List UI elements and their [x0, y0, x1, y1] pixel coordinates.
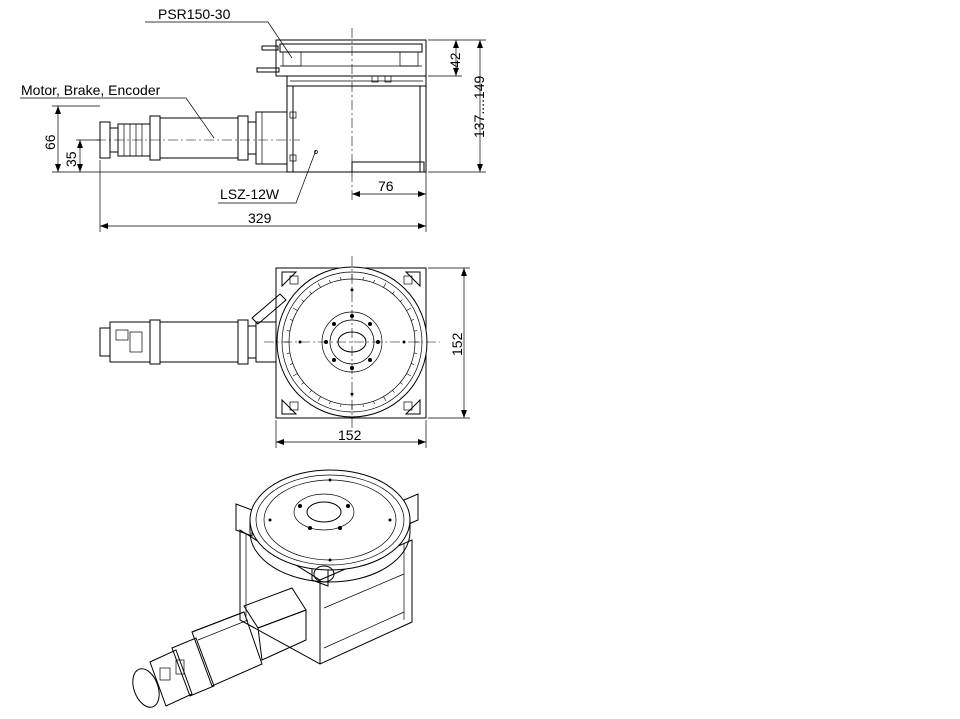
dim-shaft-height: 66 — [42, 134, 58, 150]
dim-plan-height: 152 — [449, 332, 465, 356]
side-view: PSR150-30 Motor, Brake, Encoder LSZ-12W … — [20, 6, 487, 232]
plan-view: 152 152 — [99, 256, 470, 448]
dim-overall-length: 329 — [248, 210, 272, 226]
isometric-view — [132, 469, 419, 708]
dim-plan-width: 152 — [338, 427, 362, 443]
dim-center-offset: 76 — [378, 178, 394, 194]
dim-shaft-offset: 35 — [63, 151, 79, 167]
dim-total-height: 137....149 — [471, 76, 487, 138]
base-model-label: LSZ-12W — [220, 186, 280, 202]
stage-model-label: PSR150-30 — [158, 6, 231, 22]
dim-top-height: 42 — [447, 52, 463, 68]
motor-label: Motor, Brake, Encoder — [21, 82, 161, 98]
